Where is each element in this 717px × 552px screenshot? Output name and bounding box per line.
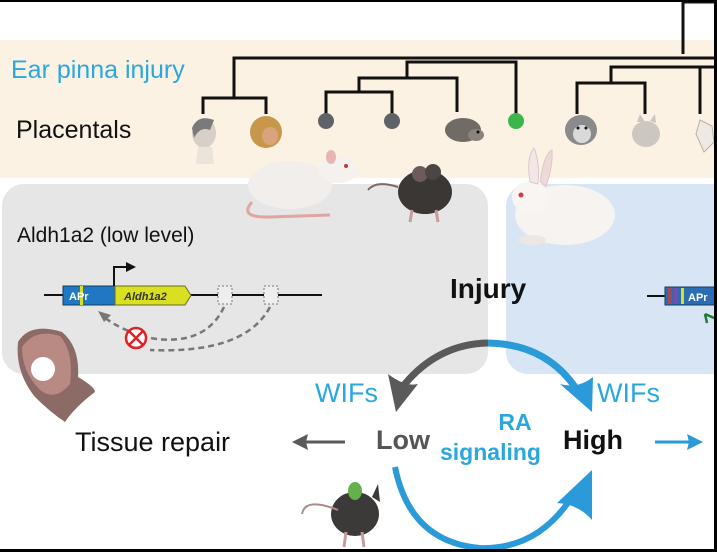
cat-icon (632, 114, 660, 147)
gene-label: Aldh1a2 (123, 291, 167, 303)
high-label: High (563, 425, 623, 455)
primate-clade (201, 96, 268, 114)
injury-label: Injury (450, 273, 527, 304)
rodent-clade-mid (357, 76, 459, 112)
laurasiatheria-clade (609, 65, 714, 83)
right-gene-construct (647, 286, 714, 324)
gene-box (114, 285, 192, 306)
tree-main-branch (232, 56, 714, 79)
aldh1a2-gene-construct (44, 262, 322, 352)
signaling-label: signaling (440, 439, 541, 465)
low-to-high-arrow (392, 466, 592, 549)
enhancer-box-2 (263, 285, 279, 305)
wifs-right-label: WIFs (597, 378, 660, 408)
inhibition-icon (124, 326, 148, 350)
black-mouse-illustration (367, 164, 452, 223)
high-outcome-arrow (655, 434, 703, 450)
rodent-tip-dot-1 (318, 113, 334, 129)
rodent-clade-inner (324, 90, 394, 120)
aldh1a2-low-level-label: Aldh1a2 (low level) (17, 224, 195, 247)
ear-tissue-illustration (17, 328, 95, 422)
promoter-label: APr (69, 291, 89, 303)
enhancer-box-1 (217, 285, 233, 305)
carnivore-clade (575, 81, 647, 114)
monkey-icon (250, 116, 282, 148)
right-promoter-label: APr (688, 292, 708, 304)
wifs-left-label: WIFs (315, 378, 378, 408)
ear-pinna-injury-label: Ear pinna injury (11, 56, 185, 84)
rat-illustration (246, 150, 358, 219)
glires-clade (405, 60, 518, 114)
goat-icon (695, 119, 714, 153)
ra-label: RA (498, 409, 532, 435)
human-icon (192, 118, 216, 164)
small-mouse-illustration (301, 482, 380, 548)
placentals-band (0, 40, 714, 178)
blue-injury-arrow (487, 339, 593, 412)
tissue-repair-label: Tissue repair (75, 427, 231, 457)
dog-icon (565, 115, 597, 145)
tss-arrow (113, 266, 130, 286)
rodent-tip-dot-2 (384, 113, 400, 129)
low-level-panel (2, 184, 488, 374)
rabbit-illustration (512, 147, 615, 245)
low-label: Low (376, 425, 430, 455)
placentals-label: Placentals (16, 116, 132, 144)
grey-injury-arrow (388, 339, 489, 412)
tissue-repair-arrow (292, 434, 345, 450)
spiny-mouse-icon (445, 118, 484, 142)
rabbit-tip-dot (508, 113, 524, 129)
